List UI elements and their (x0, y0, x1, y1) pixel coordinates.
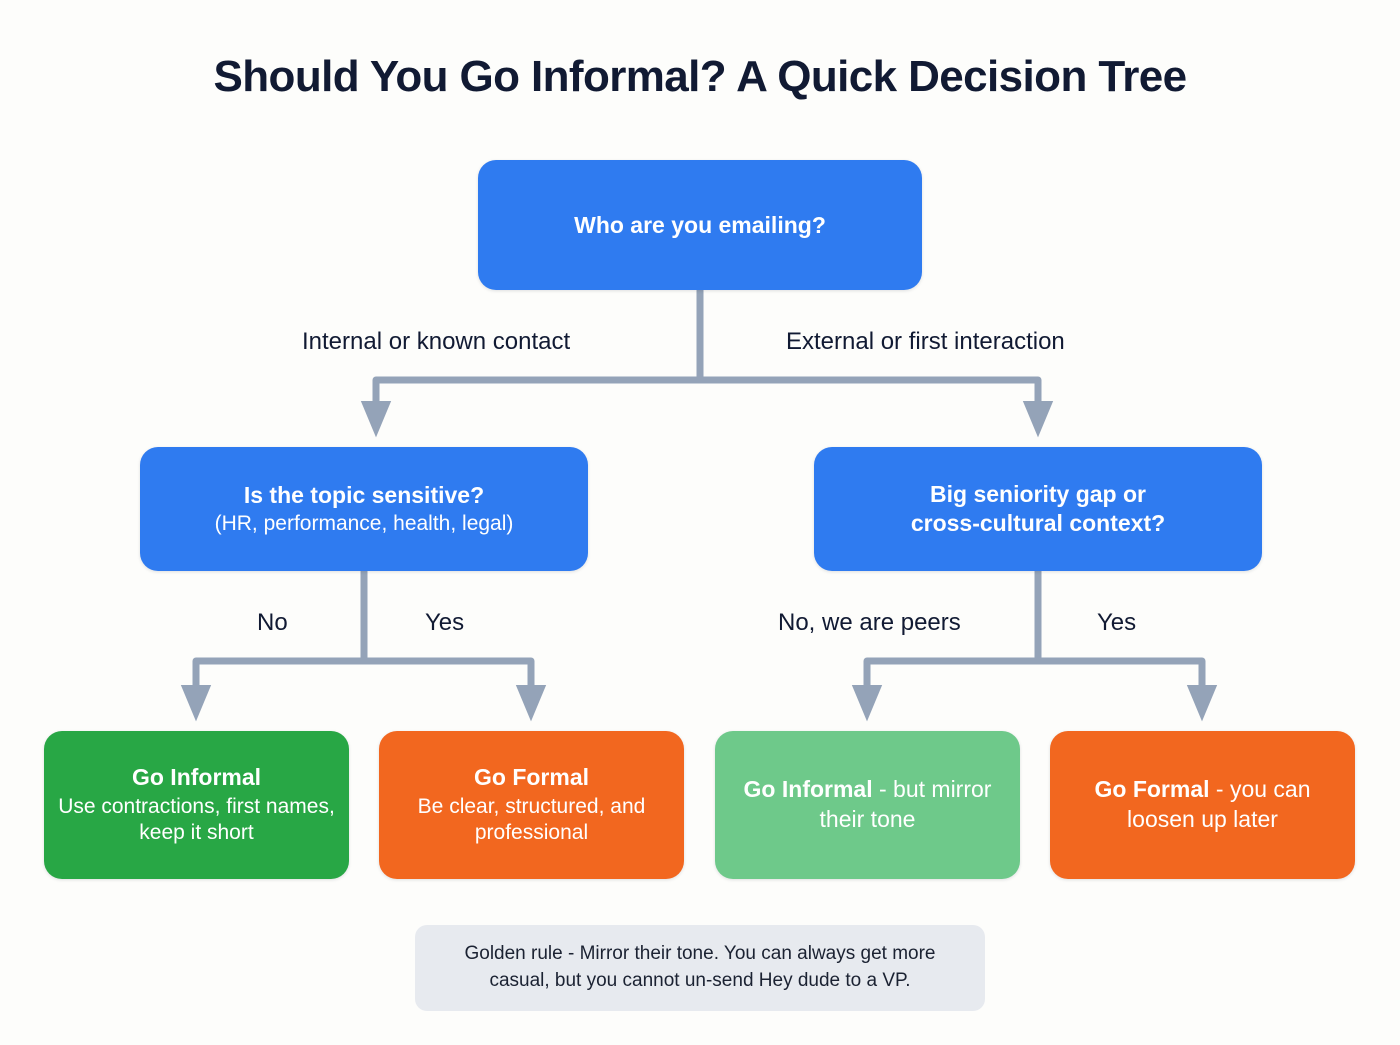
node-root-label: Who are you emailing? (574, 211, 826, 238)
node-outcome-go-informal-mirror-title: Go Informal (743, 776, 873, 803)
edge-label-sensitive-no: No (257, 609, 288, 636)
edge-label-internal-or-known-contact: Internal or known contact (302, 328, 571, 355)
golden-rule-note: Golden rule - Mirror their tone. You can… (415, 925, 985, 1011)
edge-label-external-or-first-interaction: External or first interaction (786, 328, 1065, 355)
edge-label-seniority-no-peers: No, we are peers (778, 609, 961, 636)
connector-root-to-seniority (696, 376, 1054, 438)
node-outcome-go-formal-loosen-text: Go Formal - you can loosen up later (1064, 775, 1341, 835)
node-outcome-go-informal-detailed-subtitle: Use contractions, first names, keep it s… (58, 794, 335, 845)
connector-seniority-to-leaf4 (1034, 657, 1218, 722)
node-root[interactable]: Who are you emailing? (478, 160, 922, 290)
node-is-topic-sensitive-title: Is the topic sensitive? (243, 481, 485, 508)
node-outcome-go-formal-loosen[interactable]: Go Formal - you can loosen up later (1050, 731, 1355, 879)
node-seniority-gap-subtitle: cross-cultural context? (910, 510, 1166, 536)
node-outcome-go-formal-detailed[interactable]: Go Formal Be clear, structured, and prof… (379, 731, 684, 879)
node-outcome-go-formal-loosen-subtitle: - you can loosen up later (1127, 776, 1311, 832)
node-outcome-go-formal-loosen-title: Go Formal (1094, 776, 1210, 803)
edge-label-sensitive-yes: Yes (425, 609, 465, 636)
connector-root-to-sensitive (360, 376, 704, 438)
node-seniority-gap[interactable]: Big seniority gap or cross-cultural cont… (814, 447, 1262, 571)
node-outcome-go-informal-detailed[interactable]: Go Informal Use contractions, first name… (44, 731, 349, 879)
node-seniority-gap-title: Big seniority gap or (930, 481, 1146, 508)
page-title: Should You Go Informal? A Quick Decision… (213, 52, 1188, 101)
node-outcome-go-formal-detailed-subtitle: Be clear, structured, and professional (417, 794, 646, 845)
node-outcome-go-informal-mirror-text: Go Informal - but mirror their tone (729, 775, 1006, 835)
node-is-topic-sensitive-subtitle: (HR, performance, health, legal) (214, 512, 514, 536)
node-outcome-go-formal-detailed-title: Go Formal (473, 764, 589, 791)
node-outcome-go-informal-mirror-subtitle: - but mirror their tone (819, 776, 992, 832)
connector-seniority-to-leaf3 (851, 657, 1042, 722)
node-outcome-go-informal-mirror[interactable]: Go Informal - but mirror their tone (715, 731, 1020, 879)
connector-sensitive-to-leaf1 (180, 657, 368, 722)
node-outcome-go-informal-detailed-title: Go Informal (131, 764, 262, 791)
edge-label-seniority-yes: Yes (1097, 609, 1137, 636)
connector-sensitive-to-leaf2 (360, 657, 547, 722)
node-is-topic-sensitive[interactable]: Is the topic sensitive? (HR, performance… (140, 447, 588, 571)
